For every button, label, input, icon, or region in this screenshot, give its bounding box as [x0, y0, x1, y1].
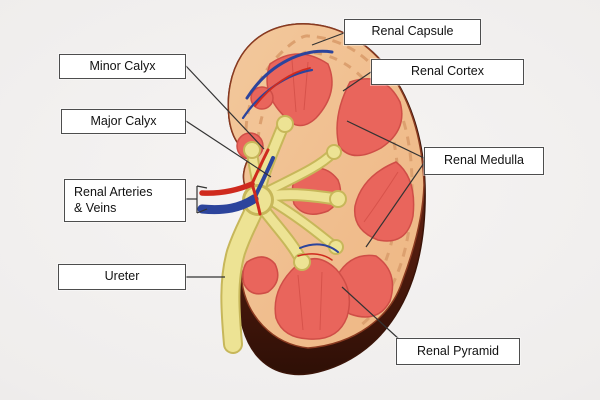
renal-pyramid-shape [336, 78, 403, 157]
leader-major-calyx [185, 120, 272, 178]
renal-pyramid-shape [274, 258, 351, 340]
leader-arteries-veins-bracket [186, 185, 208, 214]
leader-renal-medulla-upper [346, 120, 425, 159]
label-major-calyx: Major Calyx [61, 109, 186, 134]
leader-lines [185, 32, 425, 341]
label-ureter-text: Ureter [104, 269, 140, 284]
label-renal-pyramid-text: Renal Pyramid [417, 343, 499, 358]
renal-artery [199, 67, 333, 261]
label-renal-pyramid: Renal Pyramid [396, 338, 520, 365]
label-minor-calyx: Minor Calyx [59, 54, 186, 79]
label-ureter: Ureter [58, 264, 186, 290]
leader-renal-medulla-lower [365, 162, 425, 248]
leader-renal-pyramid [341, 286, 401, 341]
label-renal-arteries-veins-text: Renal Arteries & Veins [74, 184, 153, 215]
label-renal-medulla: Renal Medulla [424, 147, 544, 175]
label-renal-medulla-text: Renal Medulla [444, 153, 524, 168]
renal-pyramid-shape [266, 53, 333, 127]
label-renal-capsule-text: Renal Capsule [371, 24, 454, 39]
renal-pyramid-shape [242, 256, 279, 295]
label-renal-arteries-veins: Renal Arteries & Veins [64, 179, 186, 222]
label-renal-cortex-text: Renal Cortex [411, 64, 484, 79]
label-minor-calyx-text: Minor Calyx [89, 58, 156, 73]
leader-renal-capsule [311, 32, 345, 46]
label-major-calyx-text: Major Calyx [90, 113, 157, 128]
leader-minor-calyx [185, 65, 265, 150]
ureter-tube [222, 192, 266, 352]
label-renal-capsule: Renal Capsule [344, 19, 481, 45]
label-renal-cortex: Renal Cortex [371, 59, 524, 85]
renal-pyramid-shape [353, 161, 415, 242]
leader-renal-cortex [342, 71, 372, 92]
